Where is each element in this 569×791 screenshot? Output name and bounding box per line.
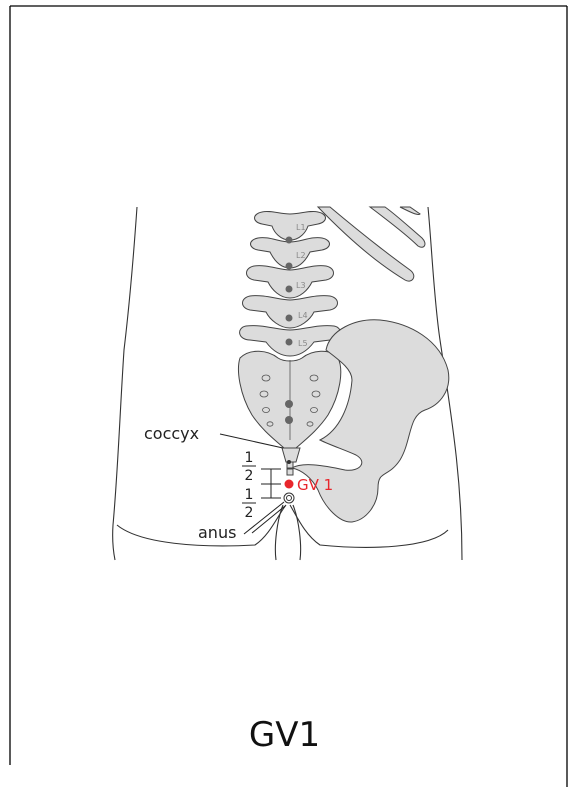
page-title: GV1 <box>0 715 569 755</box>
coccyx-label: coccyx <box>144 424 199 443</box>
vertebra-label: L2 <box>296 251 306 260</box>
acupoint-marker <box>285 480 294 489</box>
fraction-lower: 1 2 <box>242 487 256 521</box>
fraction-denominator: 2 <box>245 505 254 521</box>
vertebra-label: L4 <box>298 311 308 320</box>
measurement-brackets <box>261 469 281 498</box>
fraction-numerator: 1 <box>245 450 254 466</box>
vertebra-label: L1 <box>296 223 306 232</box>
fraction-denominator: 2 <box>245 468 254 484</box>
vertebra-label: L3 <box>296 281 306 290</box>
fraction-upper: 1 2 <box>242 450 256 484</box>
fraction-numerator: 1 <box>245 487 254 503</box>
anus-label: anus <box>198 523 236 542</box>
vertebra-labels: L1 L2 L3 L4 L5 <box>296 223 308 348</box>
vertebra-dots <box>285 237 293 425</box>
vertebra-label: L5 <box>298 339 308 348</box>
acupoint-label: GV 1 <box>297 476 333 494</box>
